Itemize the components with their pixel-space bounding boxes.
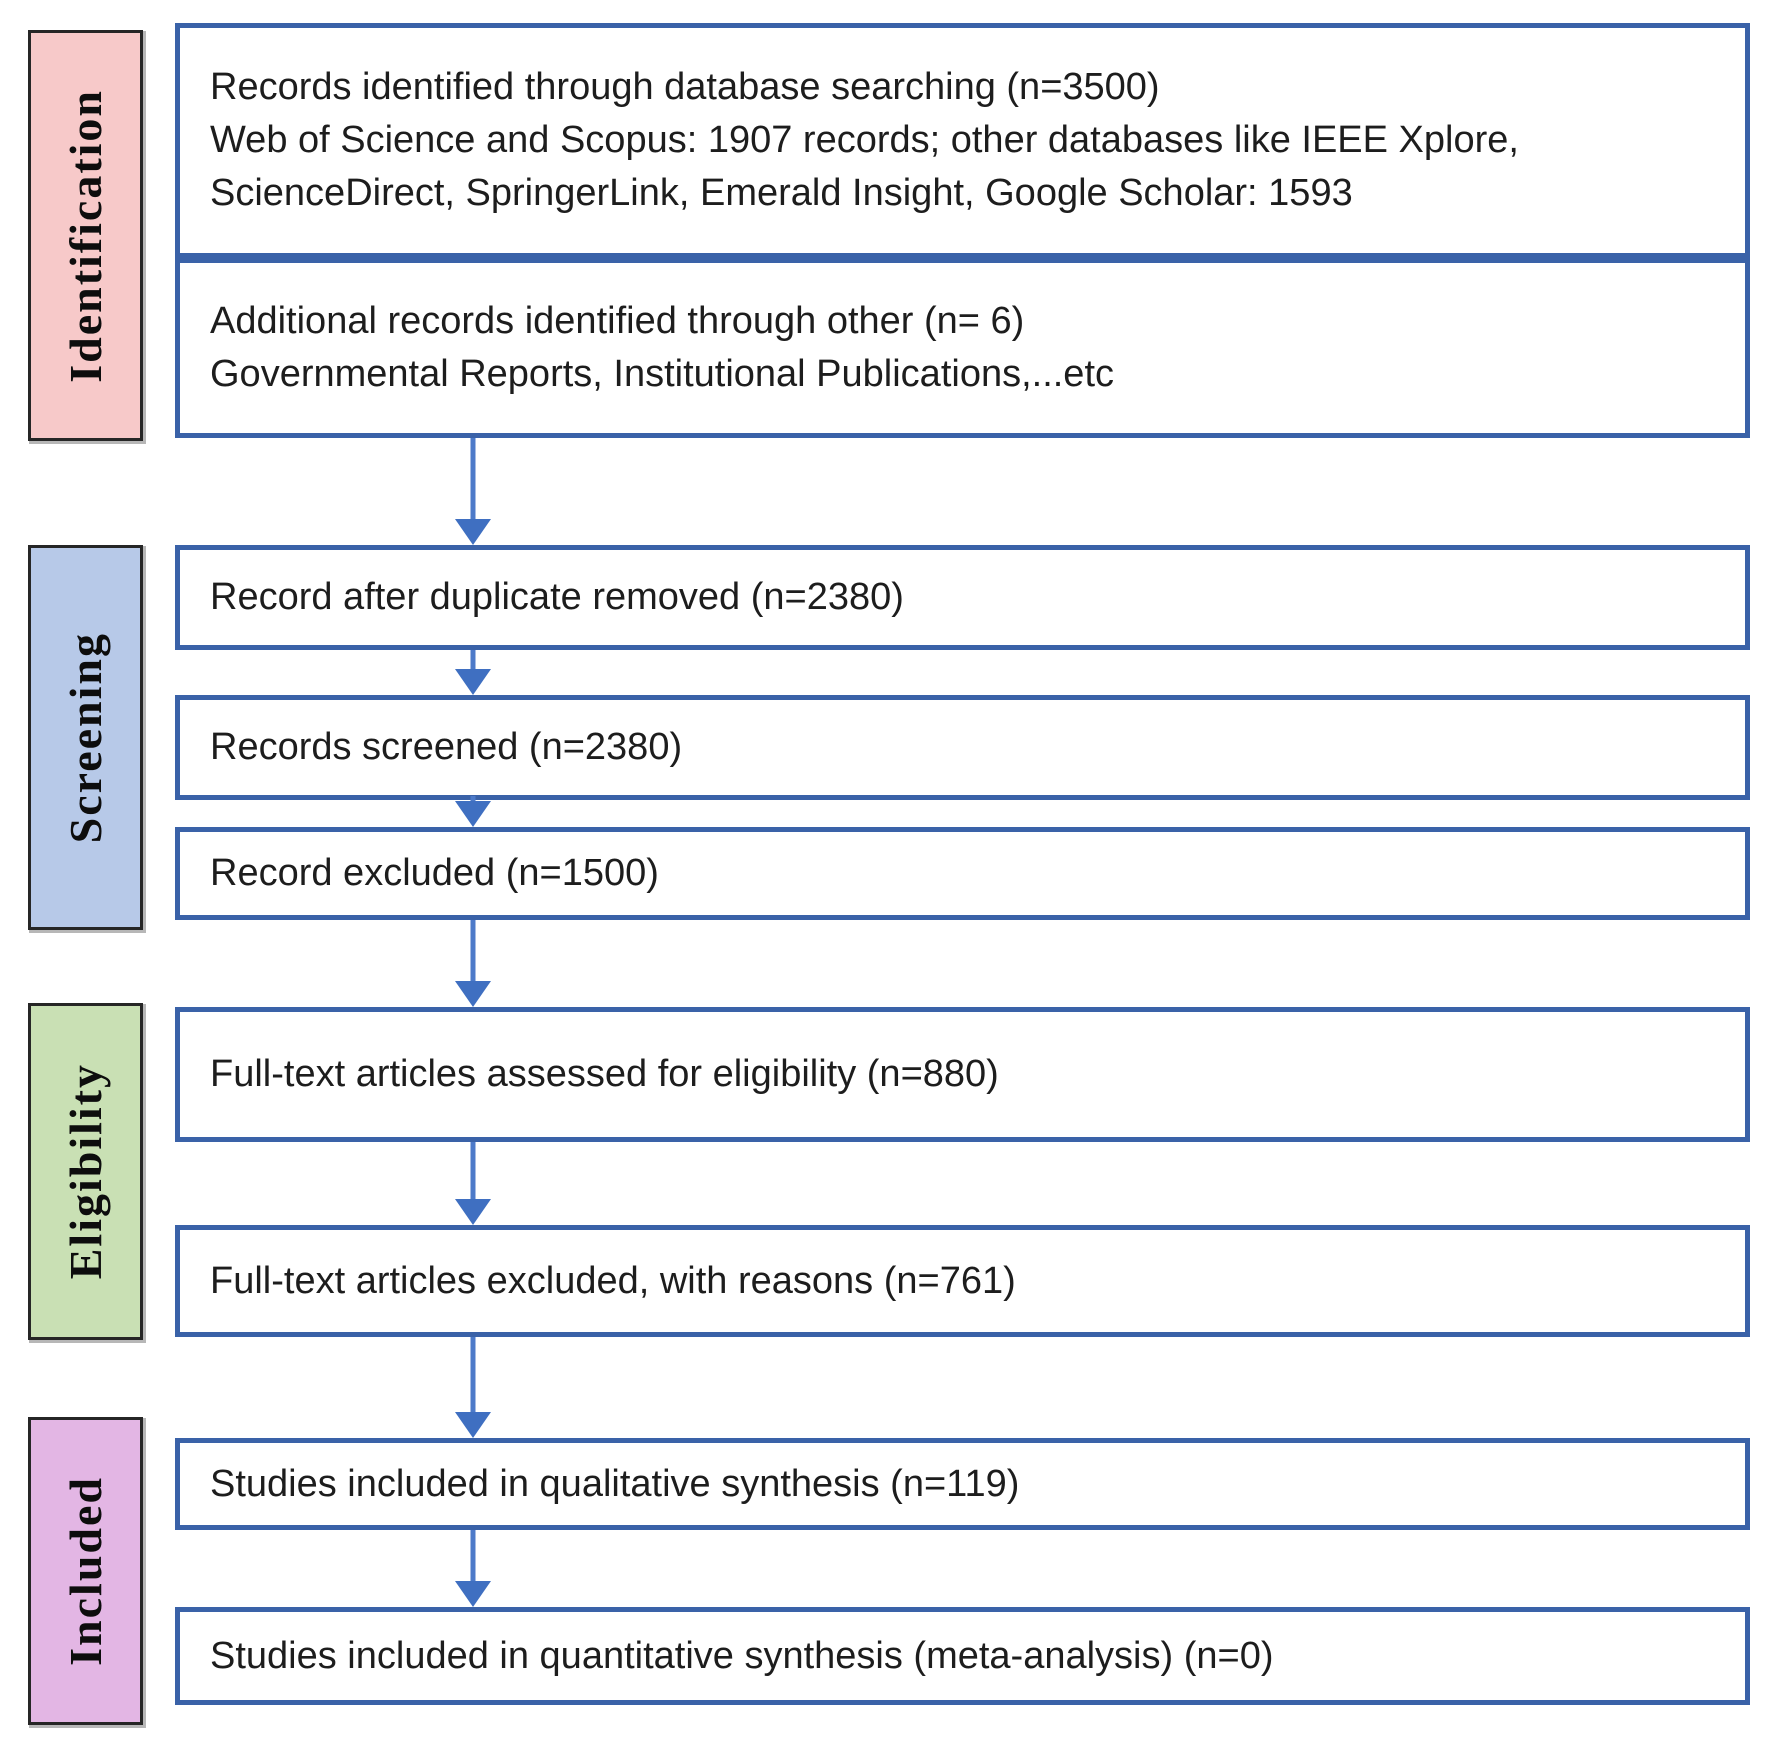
box-records-screened: Records screened (n=2380) <box>175 695 1750 800</box>
box-fulltext-excluded-text: Full-text articles excluded, with reason… <box>210 1259 1016 1302</box>
arrow-head <box>455 1581 491 1607</box>
arrow-shaft <box>470 1337 476 1412</box>
arrow-shaft <box>470 650 476 669</box>
box-records-excluded-text: Record excluded (n=1500) <box>210 852 659 894</box>
box-additional-records-line2: Governmental Reports, Institutional Publ… <box>210 353 1115 395</box>
box-records-identified-line2: Web of Science and Scopus: 1907 records;… <box>210 119 1519 161</box>
arrow-down-icon <box>455 1337 491 1438</box>
arrow-down-icon <box>455 920 491 1007</box>
box-records-excluded: Record excluded (n=1500) <box>175 827 1750 920</box>
arrow-head <box>455 801 491 827</box>
stage-label-included: Included <box>28 1417 143 1725</box>
stage-label-eligibility-text: Eligibility <box>60 1063 111 1280</box>
arrow-shaft <box>470 796 476 801</box>
box-duplicates-removed: Record after duplicate removed (n=2380) <box>175 545 1750 650</box>
arrow-shaft <box>470 920 476 981</box>
stage-label-identification-text: Identification <box>60 88 111 383</box>
stage-label-screening-text: Screening <box>60 631 111 844</box>
arrow-head <box>455 1412 491 1438</box>
stage-label-eligibility: Eligibility <box>28 1003 143 1340</box>
stage-label-screening: Screening <box>28 545 143 930</box>
arrow-shaft <box>470 438 476 519</box>
arrow-shaft <box>470 1142 476 1199</box>
arrow-shaft <box>470 1530 476 1581</box>
arrow-down-icon <box>455 1142 491 1225</box>
arrow-down-icon <box>455 438 491 545</box>
box-fulltext-assessed: Full-text articles assessed for eligibil… <box>175 1007 1750 1142</box>
arrow-down-icon <box>455 1530 491 1607</box>
box-qualitative-included-text: Studies included in qualitative synthesi… <box>210 1462 1020 1505</box>
arrow-down-icon <box>455 796 491 827</box>
box-records-identified: Records identified through database sear… <box>175 23 1750 258</box>
box-fulltext-assessed-text: Full-text articles assessed for eligibil… <box>210 1053 999 1095</box>
box-quantitative-included-text: Studies included in quantitative synthes… <box>210 1634 1274 1677</box>
box-records-identified-line1: Records identified through database sear… <box>210 66 1160 108</box>
arrow-down-icon <box>455 650 491 695</box>
box-additional-records-line1: Additional records identified through ot… <box>210 300 1025 342</box>
box-records-screened-text: Records screened (n=2380) <box>210 726 683 768</box>
stage-label-identification: Identification <box>28 30 143 441</box>
arrow-head <box>455 519 491 545</box>
box-records-identified-line3: ScienceDirect, SpringerLink, Emerald Ins… <box>210 172 1353 214</box>
box-qualitative-included: Studies included in qualitative synthesi… <box>175 1438 1750 1530</box>
stage-label-included-text: Included <box>60 1476 111 1666</box>
box-duplicates-removed-text: Record after duplicate removed (n=2380) <box>210 576 904 618</box>
box-fulltext-excluded: Full-text articles excluded, with reason… <box>175 1225 1750 1337</box>
box-additional-records: Additional records identified through ot… <box>175 258 1750 438</box>
arrow-head <box>455 669 491 695</box>
arrow-head <box>455 981 491 1007</box>
arrow-head <box>455 1199 491 1225</box>
box-quantitative-included: Studies included in quantitative synthes… <box>175 1607 1750 1705</box>
